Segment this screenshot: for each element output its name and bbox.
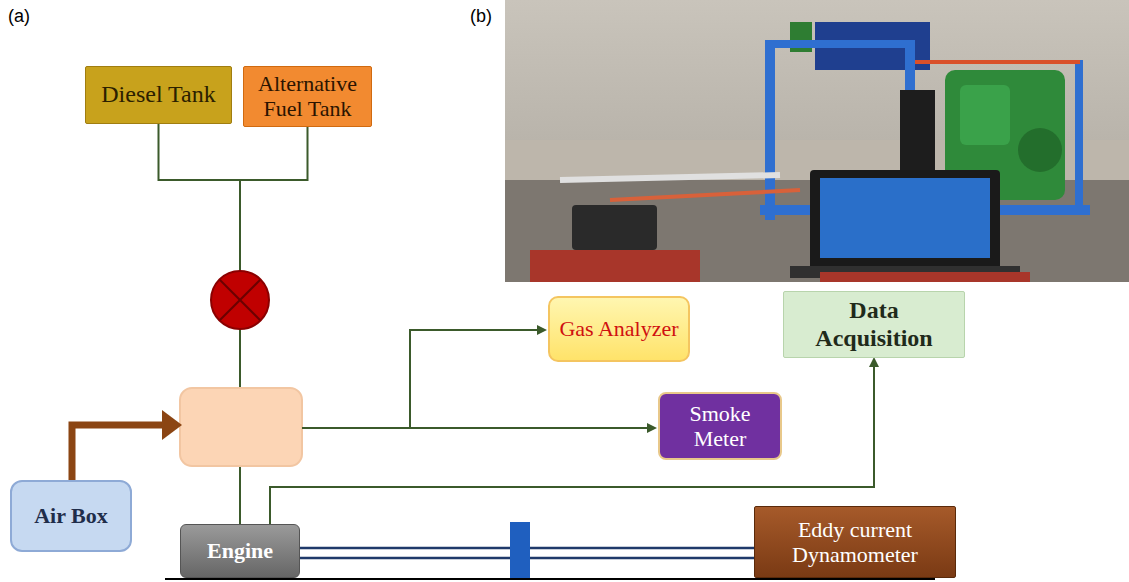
chamber-box — [180, 388, 302, 466]
node-text: Air Box — [34, 503, 108, 528]
instrument-box: Smoke Meter — [658, 392, 782, 460]
test-rig-photo — [505, 0, 1129, 282]
node-text: Alternative Fuel Tank — [252, 71, 363, 122]
engine-box: Engine — [180, 524, 300, 578]
node-text: Diesel Tank — [101, 81, 216, 109]
signal-line — [270, 359, 874, 524]
node-text: Gas Analyzer — [559, 316, 678, 341]
fuel-tank: Alternative Fuel Tank — [243, 66, 372, 127]
valve-symbol — [211, 271, 269, 329]
air-arrowhead — [162, 410, 182, 440]
air-box: Air Box — [10, 480, 132, 552]
node-text: Data Acquisition — [792, 297, 956, 352]
dynamometer-box: Eddy current Dynamometer — [754, 506, 956, 578]
exhaust-branch — [410, 330, 545, 428]
panel-label: (a) — [8, 6, 30, 27]
ground-line — [165, 578, 935, 580]
exhaust-line — [302, 427, 655, 429]
shaft-coupling — [510, 522, 530, 578]
node-text: Engine — [207, 538, 273, 563]
instrument-box: Gas Analyzer — [548, 296, 690, 362]
fuel-tank: Diesel Tank — [85, 66, 232, 124]
node-text: Eddy current Dynamometer — [763, 517, 947, 568]
panel-label: (b) — [470, 6, 492, 27]
instrument-box: Data Acquisition — [783, 291, 965, 358]
node-text: Smoke Meter — [668, 401, 772, 452]
air-arrow — [72, 425, 165, 482]
